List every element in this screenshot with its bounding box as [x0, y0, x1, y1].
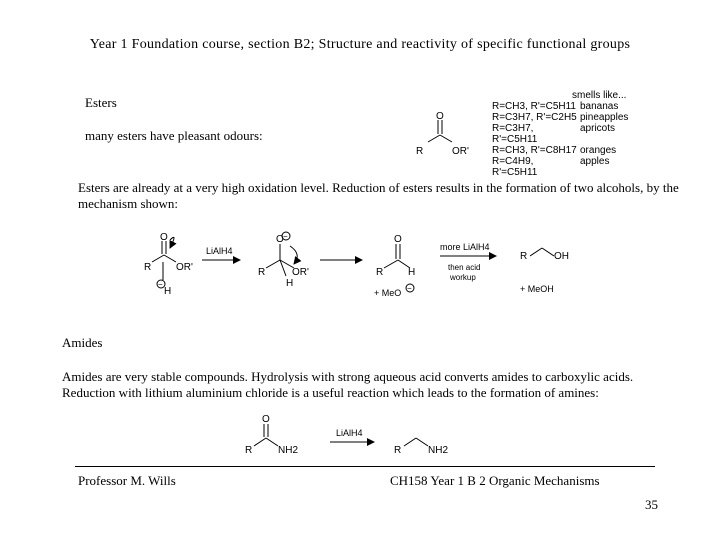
reagent-label: LiAlH4 — [336, 428, 363, 438]
workup-label: then acid — [448, 263, 480, 272]
svg-text:R: R — [520, 251, 527, 262]
smell-formula: R=C3H7, R'=C5H11 — [492, 123, 538, 145]
svg-text:NH2: NH2 — [428, 445, 448, 456]
svg-text:R: R — [144, 262, 151, 273]
smell-formula: R=CH3, R'=C5H11 — [492, 101, 576, 112]
ester-r-label: R — [416, 146, 423, 157]
svg-text:OR': OR' — [176, 262, 193, 273]
svg-text:R: R — [258, 267, 265, 278]
page-number: 35 — [645, 497, 658, 512]
smell-odour: apricots — [580, 123, 616, 134]
byproduct-label: + MeO — [374, 288, 401, 298]
ester-o-label: O — [436, 111, 444, 122]
svg-text:O: O — [262, 414, 270, 425]
list-item: R=CH3, R'=C5H11 bananas — [492, 101, 628, 112]
footer-divider — [75, 466, 655, 467]
smells-list: smells like... R=CH3, R'=C5H11 bananas R=… — [492, 90, 628, 178]
svg-text:O: O — [276, 234, 284, 245]
workup-label: workup — [449, 273, 476, 282]
reagent-label: more LiAlH4 — [440, 242, 490, 252]
smell-formula: R=C4H9, R'=C5H11 — [492, 156, 538, 178]
svg-text:OR': OR' — [292, 267, 309, 278]
esters-heading: Esters — [85, 95, 117, 110]
svg-text:H: H — [286, 278, 293, 289]
svg-text:−: − — [407, 284, 412, 293]
smell-odour: pineapples — [580, 112, 629, 123]
svg-text:−: − — [158, 280, 163, 289]
amides-heading: Amides — [62, 335, 103, 350]
smell-odour: oranges — [580, 145, 617, 156]
svg-text:R: R — [394, 445, 401, 456]
esters-reduction-text: Esters are already at a very high oxidat… — [78, 180, 679, 211]
amide-reduction-scheme: O R NH2 LiAlH4 R NH2 — [245, 414, 448, 456]
reagent-label: LiAlH4 — [206, 246, 233, 256]
svg-text:O: O — [394, 234, 402, 245]
svg-text:R: R — [245, 445, 252, 456]
footer-author: Professor M. Wills — [78, 473, 176, 488]
smell-odour: apples — [580, 156, 610, 167]
amides-text: Amides are very stable compounds. Hydrol… — [62, 369, 634, 400]
svg-text:OH: OH — [554, 251, 569, 262]
smell-formula: R=C3H7, R'=C2H5 — [492, 112, 577, 123]
ester-reduction-mechanism: O R OR' H − LiAlH4 O − R OR' H O R H + M… — [144, 231, 569, 298]
svg-text:O: O — [160, 232, 168, 243]
page-title: Year 1 Foundation course, section B2; St… — [89, 37, 631, 52]
footer-course: CH158 Year 1 B 2 Organic Mechanisms — [390, 473, 600, 488]
esters-intro: many esters have pleasant odours: — [85, 128, 263, 143]
tetrahedral-intermediate — [265, 244, 302, 277]
aldehyde-structure — [383, 244, 411, 269]
svg-text:−: − — [283, 232, 288, 241]
list-item: R=C3H7, R'=C5H11 apricots — [492, 123, 628, 145]
svg-text:R: R — [376, 267, 383, 278]
amine-structure — [403, 437, 429, 447]
svg-text:H: H — [408, 267, 415, 278]
ester-start-structure — [151, 236, 177, 280]
ester-or-label: OR' — [452, 146, 469, 157]
byproduct-label: + MeOH — [520, 284, 554, 294]
smells-header: smells like... — [572, 90, 627, 101]
smell-formula: R=CH3, R'=C8H17 — [492, 145, 577, 156]
amide-structure — [253, 424, 279, 447]
ester-structure: O R OR' — [416, 111, 469, 157]
svg-text:NH2: NH2 — [278, 445, 298, 456]
alcohol-structure — [529, 247, 555, 257]
smell-odour: bananas — [580, 101, 619, 112]
svg-text:H: H — [164, 286, 171, 297]
list-item: R=C4H9, R'=C5H11 apples — [492, 156, 628, 178]
